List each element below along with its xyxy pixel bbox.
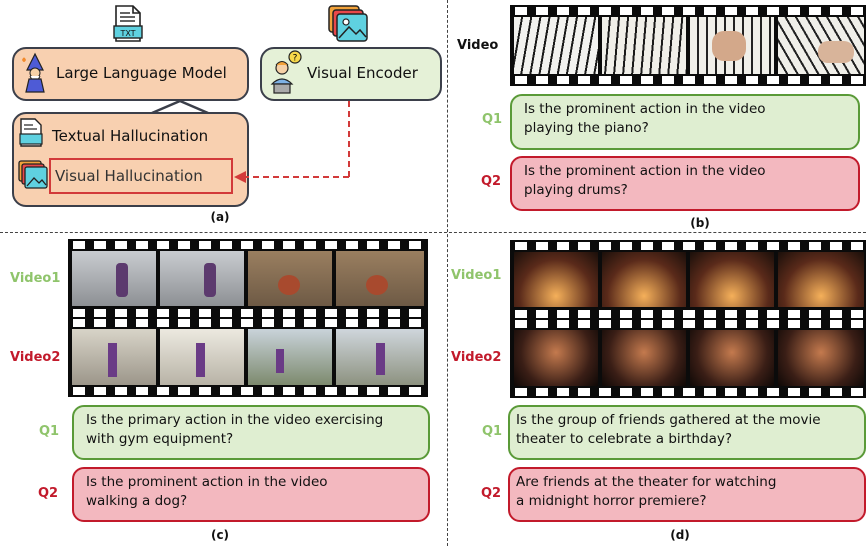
q1-text-line1: Is the group of friends gathered at the … — [516, 412, 821, 428]
video-frame — [778, 17, 864, 74]
q2-text-line1: Is the prominent action in the video — [524, 163, 766, 179]
q1-label: Q1 — [482, 112, 503, 127]
q2-box: Is the prominent action in the video pla… — [510, 156, 860, 211]
video-frame — [248, 329, 332, 385]
q1-text-line1: Is the prominent action in the video — [524, 101, 766, 117]
caption-d: (d) — [670, 528, 690, 542]
video-frame — [160, 251, 244, 306]
textual-hallucination-label: Textual Hallucination — [52, 127, 209, 145]
vertical-divider — [447, 0, 448, 546]
video-frame — [602, 17, 686, 74]
txt-icon-label: TXT — [119, 29, 135, 38]
q2-text-line2: playing drums? — [524, 182, 628, 198]
q1-text-line2: theater to celebrate a birthday? — [516, 431, 733, 447]
video-frame — [690, 330, 774, 386]
video-frame — [690, 17, 774, 74]
svg-text:?: ? — [293, 54, 298, 64]
q2-box: Are friends at the theater for watching … — [508, 467, 866, 522]
video-frame — [72, 251, 156, 306]
caption-c: (c) — [210, 528, 230, 542]
video1-label: Video1 — [451, 268, 502, 283]
visual-hallucination-highlight — [49, 158, 233, 194]
film-holes-top — [510, 242, 866, 250]
video-frame — [778, 330, 864, 386]
llm-label: Large Language Model — [56, 64, 227, 82]
video2-label: Video2 — [451, 350, 502, 365]
video2-label: Video2 — [10, 350, 61, 365]
video-strip — [510, 5, 866, 86]
film-holes-bottom — [510, 76, 866, 84]
q2-label: Q2 — [481, 486, 502, 501]
video-frame — [336, 329, 424, 385]
image-stack-icon — [328, 5, 368, 42]
film-holes-middle — [510, 310, 866, 318]
video-frame — [160, 329, 244, 385]
video-frame — [514, 17, 598, 74]
q1-text-line2: with gym equipment? — [86, 431, 234, 447]
film-holes-middle — [510, 320, 866, 328]
film-holes-bottom — [510, 388, 866, 396]
caption-a: (a) — [210, 210, 230, 224]
video1-label: Video1 — [10, 271, 61, 286]
video-frame — [690, 252, 774, 307]
llm-connector — [151, 99, 209, 115]
q1-box: Is the prominent action in the video pla… — [510, 94, 860, 150]
q1-box: Is the group of friends gathered at the … — [508, 405, 866, 460]
arrow-dashed-horizontal — [243, 176, 349, 178]
txt-document-icon: TXT — [113, 5, 143, 42]
visual-hallucination-label: Visual Hallucination — [55, 167, 203, 185]
q2-label: Q2 — [38, 486, 59, 501]
film-holes-middle — [68, 309, 428, 317]
q2-text-line2: walking a dog? — [86, 493, 188, 509]
video-frame — [514, 330, 598, 386]
film-holes-bottom — [68, 387, 428, 395]
film-holes-top — [68, 241, 428, 249]
q2-text-line1: Are friends at the theater for watching — [516, 474, 777, 490]
visual-image-icon — [18, 160, 48, 189]
video-frame — [602, 330, 686, 386]
q1-label: Q1 — [39, 424, 60, 439]
q1-text-line2: playing the piano? — [524, 120, 649, 136]
video-frame — [248, 251, 332, 306]
video-strips — [68, 239, 428, 397]
video-label: Video — [457, 38, 499, 53]
q2-text-line1: Is the prominent action in the video — [86, 474, 328, 490]
engineer-icon: ? — [270, 50, 302, 94]
video-frame — [72, 329, 156, 385]
video-frame — [602, 252, 686, 307]
arrow-head-icon — [234, 171, 246, 183]
caption-b: (b) — [690, 216, 710, 230]
q1-text-line1: Is the primary action in the video exerc… — [86, 412, 384, 428]
textual-doc-icon — [19, 118, 43, 147]
horizontal-divider — [0, 232, 866, 233]
arrow-dashed-vertical — [348, 101, 350, 177]
q1-box: Is the primary action in the video exerc… — [72, 405, 430, 460]
film-holes-middle — [68, 319, 428, 327]
q2-text-line2: a midnight horror premiere? — [516, 493, 707, 509]
film-holes-top — [510, 7, 866, 15]
q2-label: Q2 — [481, 174, 502, 189]
q2-box: Is the prominent action in the video wal… — [72, 467, 430, 522]
video-frame — [514, 252, 598, 307]
video-frame — [778, 252, 864, 307]
visual-encoder-label: Visual Encoder — [307, 64, 418, 82]
video-strips — [510, 240, 866, 398]
video-frame — [336, 251, 424, 306]
llm-box — [12, 47, 249, 101]
q1-label: Q1 — [482, 424, 503, 439]
wizard-icon — [22, 52, 45, 93]
